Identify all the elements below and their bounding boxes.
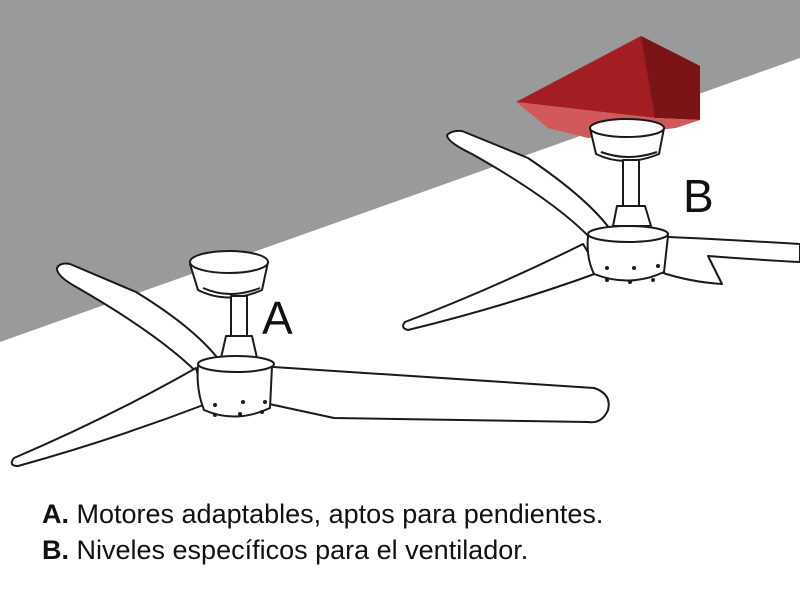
legend: A. Motores adaptables, aptos para pendie… bbox=[42, 496, 782, 568]
legend-item-b: B. Niveles específicos para el ventilado… bbox=[42, 532, 782, 568]
ceiling-fans-diagram: B A bbox=[0, 0, 800, 467]
fan-a-label: A bbox=[262, 292, 293, 344]
legend-key-b: B. bbox=[42, 535, 69, 565]
legend-text-a: Motores adaptables, aptos para pendiente… bbox=[69, 499, 604, 529]
legend-item-a: A. Motores adaptables, aptos para pendie… bbox=[42, 496, 782, 532]
legend-text-b: Niveles específicos para el ventilador. bbox=[69, 535, 529, 565]
fan-a bbox=[10, 250, 610, 467]
fan-a-holes bbox=[213, 400, 267, 417]
fan-b bbox=[402, 118, 800, 331]
fan-b-label: B bbox=[683, 170, 714, 222]
legend-key-a: A. bbox=[42, 499, 69, 529]
fan-b-holes bbox=[605, 264, 660, 284]
